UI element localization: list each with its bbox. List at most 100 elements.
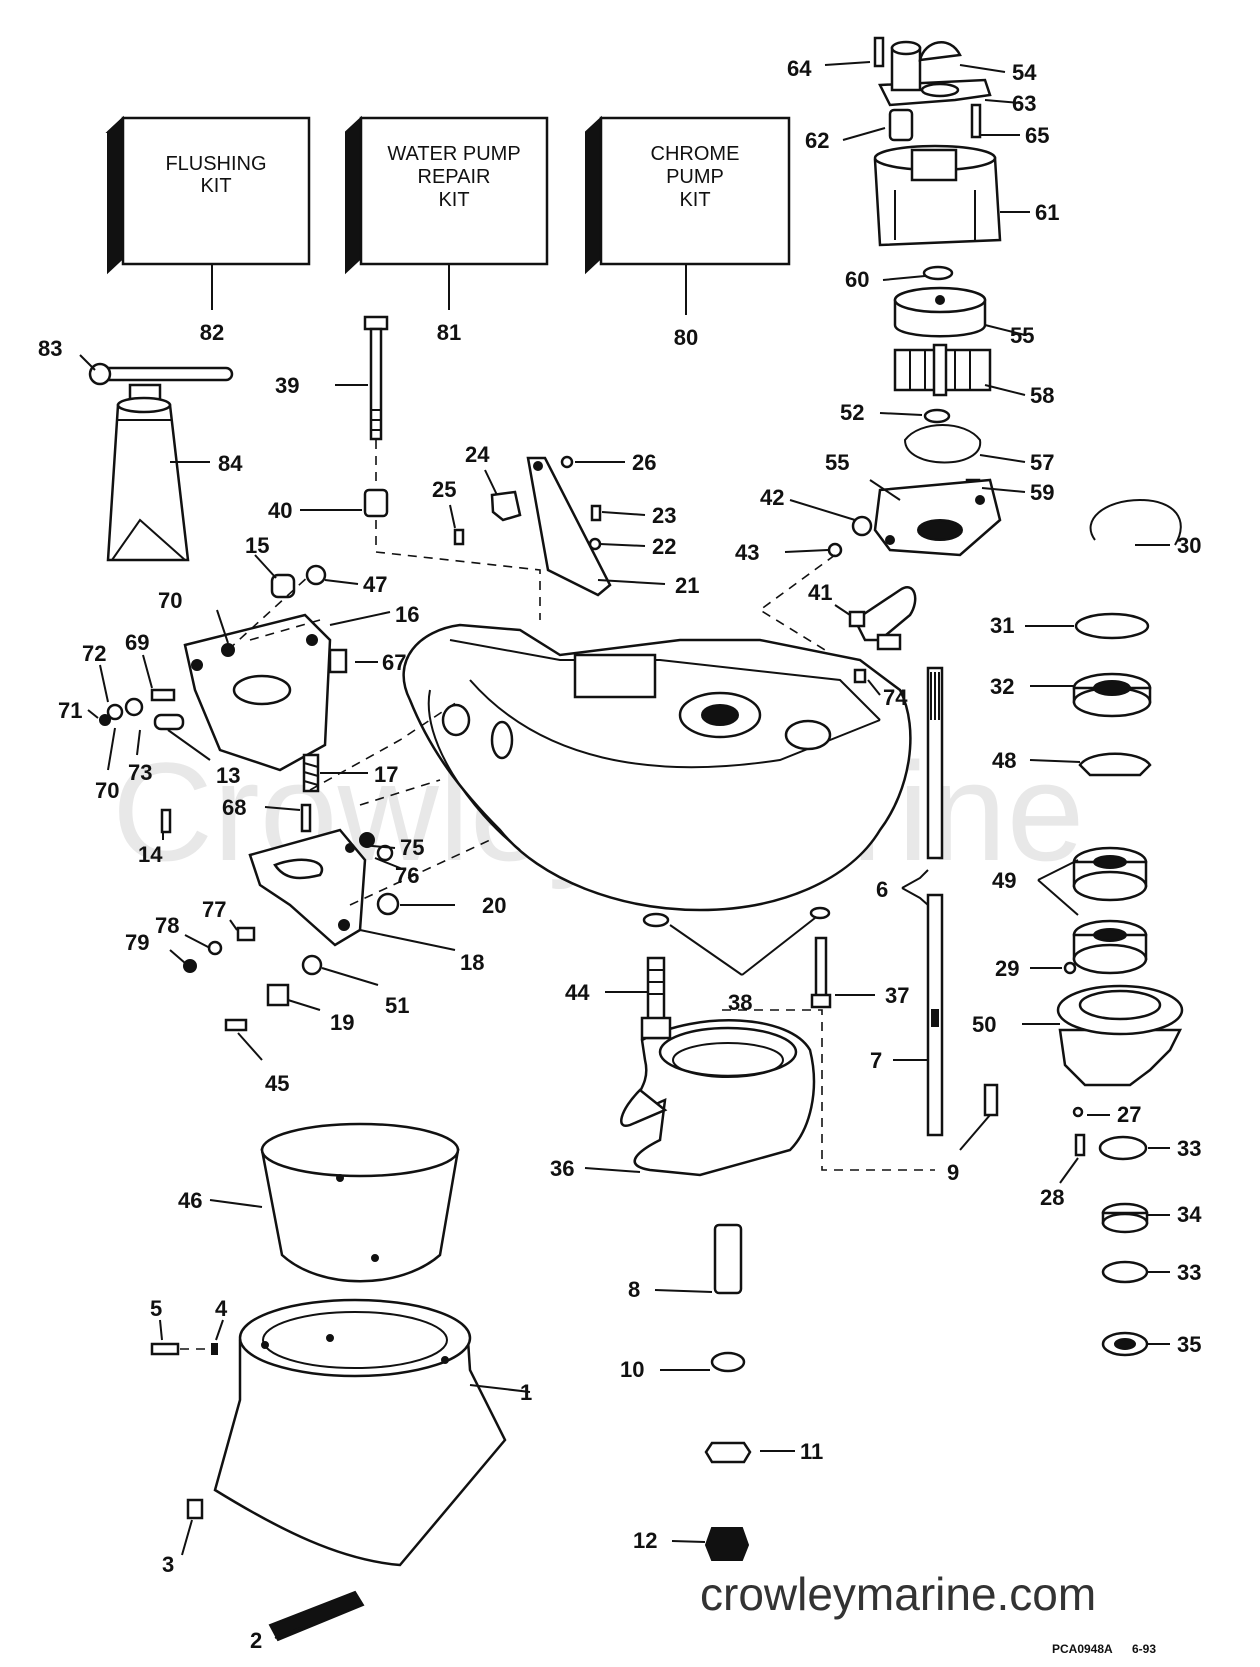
label-39[interactable]: 39 xyxy=(275,373,299,398)
label-13[interactable]: 13 xyxy=(216,763,240,788)
intake-36 xyxy=(620,1019,816,1177)
chrome-pump-kit-box[interactable]: CHROME PUMP KIT xyxy=(585,115,791,275)
label-42[interactable]: 42 xyxy=(760,485,784,510)
label-81[interactable]: 81 xyxy=(437,320,461,345)
label-27[interactable]: 27 xyxy=(1117,1102,1141,1127)
label-76[interactable]: 76 xyxy=(395,863,419,888)
label-36[interactable]: 36 xyxy=(550,1156,574,1181)
label-47[interactable]: 47 xyxy=(363,572,387,597)
label-22[interactable]: 22 xyxy=(652,534,676,559)
label-70-lower[interactable]: 70 xyxy=(95,778,119,803)
label-28[interactable]: 28 xyxy=(1040,1185,1064,1210)
label-75[interactable]: 75 xyxy=(400,835,424,860)
label-18[interactable]: 18 xyxy=(460,950,484,975)
label-45[interactable]: 45 xyxy=(265,1071,289,1096)
label-51[interactable]: 51 xyxy=(385,993,409,1018)
label-78[interactable]: 78 xyxy=(155,913,179,938)
label-20[interactable]: 20 xyxy=(482,893,506,918)
label-84[interactable]: 84 xyxy=(218,451,243,476)
label-37[interactable]: 37 xyxy=(885,983,909,1008)
label-11[interactable]: 11 xyxy=(800,1439,823,1464)
label-12[interactable]: 12 xyxy=(633,1528,657,1553)
water-pump-kit-line-2: REPAIR xyxy=(418,166,491,188)
label-10[interactable]: 10 xyxy=(620,1357,644,1382)
label-25[interactable]: 25 xyxy=(432,477,456,502)
label-52[interactable]: 52 xyxy=(840,400,864,425)
screw-74 xyxy=(853,668,867,684)
footer-url[interactable]: crowleymarine.com xyxy=(700,1568,1096,1620)
label-32[interactable]: 32 xyxy=(990,674,1014,699)
label-69[interactable]: 69 xyxy=(125,630,149,655)
seal-32 xyxy=(1072,672,1152,718)
flushing-kit-box[interactable]: FLUSHING KIT xyxy=(105,115,311,275)
label-64[interactable]: 64 xyxy=(787,56,812,81)
label-49[interactable]: 49 xyxy=(992,868,1016,893)
label-31[interactable]: 31 xyxy=(990,613,1014,638)
label-58[interactable]: 58 xyxy=(1030,383,1054,408)
label-29[interactable]: 29 xyxy=(995,956,1019,981)
label-55-lower[interactable]: 55 xyxy=(825,450,849,475)
label-15[interactable]: 15 xyxy=(245,533,269,558)
label-8[interactable]: 8 xyxy=(628,1277,640,1302)
label-77[interactable]: 77 xyxy=(202,897,226,922)
label-46[interactable]: 46 xyxy=(178,1188,202,1213)
label-3[interactable]: 3 xyxy=(162,1552,174,1577)
label-48[interactable]: 48 xyxy=(992,748,1016,773)
label-16[interactable]: 16 xyxy=(395,602,419,627)
label-14[interactable]: 14 xyxy=(138,842,163,867)
label-26[interactable]: 26 xyxy=(632,450,656,475)
label-62[interactable]: 62 xyxy=(805,128,829,153)
label-38[interactable]: 38 xyxy=(728,990,752,1015)
label-63[interactable]: 63 xyxy=(1012,91,1036,116)
label-34[interactable]: 34 xyxy=(1177,1202,1202,1227)
impeller-58 xyxy=(893,343,992,397)
label-70-upper[interactable]: 70 xyxy=(158,588,182,613)
label-80[interactable]: 80 xyxy=(674,325,698,350)
washer-76 xyxy=(376,844,394,862)
label-61[interactable]: 61 xyxy=(1035,200,1059,225)
sleeve-67 xyxy=(328,648,348,674)
label-50[interactable]: 50 xyxy=(972,1012,996,1037)
label-4[interactable]: 4 xyxy=(215,1296,228,1321)
label-40[interactable]: 40 xyxy=(268,498,292,523)
label-60[interactable]: 60 xyxy=(845,267,869,292)
label-68[interactable]: 68 xyxy=(222,795,246,820)
impeller-housing-61 xyxy=(873,144,1002,247)
spring-17 xyxy=(302,753,320,793)
label-9[interactable]: 9 xyxy=(947,1160,959,1185)
label-59[interactable]: 59 xyxy=(1030,480,1054,505)
label-83[interactable]: 83 xyxy=(38,336,62,361)
label-43[interactable]: 43 xyxy=(735,540,759,565)
label-30[interactable]: 30 xyxy=(1177,533,1201,558)
label-82[interactable]: 82 xyxy=(200,320,224,345)
label-33-lower[interactable]: 33 xyxy=(1177,1260,1201,1285)
intake-grate-1 xyxy=(213,1298,507,1567)
screw-14 xyxy=(160,808,172,834)
label-41[interactable]: 41 xyxy=(808,580,832,605)
label-79[interactable]: 79 xyxy=(125,930,149,955)
water-pump-repair-kit-box[interactable]: WATER PUMP REPAIR KIT xyxy=(345,115,549,275)
label-74[interactable]: 74 xyxy=(883,685,908,710)
label-21[interactable]: 21 xyxy=(675,573,699,598)
label-6[interactable]: 6 xyxy=(876,877,888,902)
label-17[interactable]: 17 xyxy=(374,762,398,787)
yoke-16 xyxy=(183,613,332,772)
label-33-upper[interactable]: 33 xyxy=(1177,1136,1201,1161)
label-23[interactable]: 23 xyxy=(652,503,676,528)
label-67[interactable]: 67 xyxy=(382,650,406,675)
label-19[interactable]: 19 xyxy=(330,1010,354,1035)
label-1[interactable]: 1 xyxy=(520,1380,532,1405)
label-71[interactable]: 71 xyxy=(58,698,82,723)
label-54[interactable]: 54 xyxy=(1012,60,1037,85)
label-72[interactable]: 72 xyxy=(82,641,106,666)
label-44[interactable]: 44 xyxy=(565,980,590,1005)
label-35[interactable]: 35 xyxy=(1177,1332,1201,1357)
label-55-upper[interactable]: 55 xyxy=(1010,323,1034,348)
label-73[interactable]: 73 xyxy=(128,760,152,785)
label-2[interactable]: 2 xyxy=(250,1628,262,1653)
label-65[interactable]: 65 xyxy=(1025,123,1049,148)
label-24[interactable]: 24 xyxy=(465,442,490,467)
label-57[interactable]: 57 xyxy=(1030,450,1054,475)
label-7[interactable]: 7 xyxy=(870,1048,882,1073)
label-5[interactable]: 5 xyxy=(150,1296,162,1321)
